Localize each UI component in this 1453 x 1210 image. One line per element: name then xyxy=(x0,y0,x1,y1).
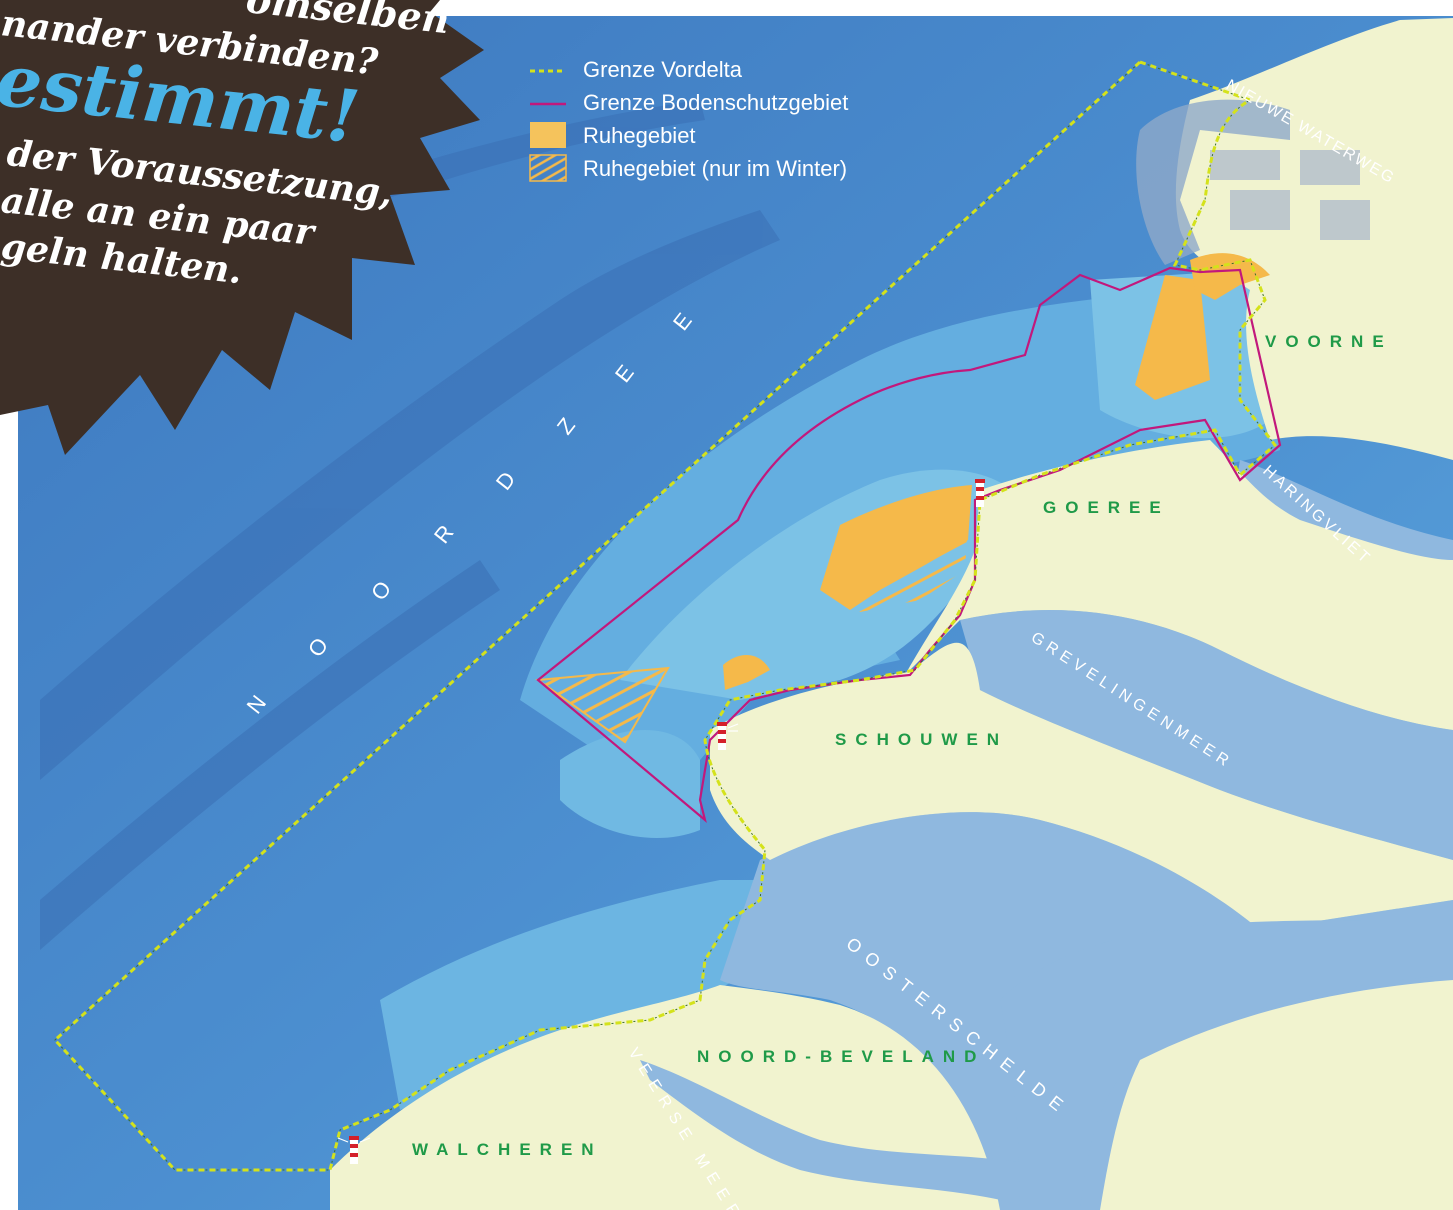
land-label-schouwen: SCHOUWEN xyxy=(835,730,1008,749)
harbour-basins xyxy=(1210,150,1370,240)
land-label-goeree: GOEREE xyxy=(1043,498,1170,517)
ruhegebiet-winter-areas xyxy=(535,520,968,744)
lighthouse-icon xyxy=(717,722,739,750)
legend-label-ruhegebiet: Ruhegebiet xyxy=(583,123,696,148)
harbour-maasvlakte xyxy=(1136,99,1290,265)
lighthouse-icon xyxy=(337,1136,371,1164)
lighthouse-icon xyxy=(975,479,985,507)
shallow-zone xyxy=(380,270,1280,1110)
land-schouwen xyxy=(710,642,1453,930)
legend-label-vordelta: Grenze Vordelta xyxy=(583,57,743,82)
legend-symbol-ruhegebiet xyxy=(530,122,566,148)
legend-label-ruhegebiet-winter: Ruhegebiet (nur im Winter) xyxy=(583,156,847,181)
land-south-east xyxy=(1100,980,1453,1210)
land-label-walcheren: WALCHEREN xyxy=(412,1140,603,1159)
land-label-noord-beveland: NOORD-BEVELAND xyxy=(697,1047,985,1066)
boundary-bodenschutzgebiet xyxy=(536,266,1282,824)
callout-starburst: omselben nander verbinden? estimmt! der … xyxy=(0,0,484,455)
legend-symbol-ruhegebiet-winter xyxy=(529,154,567,182)
land-label-voorne: VOORNE xyxy=(1265,332,1393,351)
land-goeree xyxy=(905,440,1453,730)
map-legend: Grenze Vordelta Grenze Bodenschutzgebiet… xyxy=(529,57,848,182)
legend-label-bodenschutz: Grenze Bodenschutzgebiet xyxy=(583,90,848,115)
ruhegebiet-areas xyxy=(723,253,1270,690)
sandbank-ridges xyxy=(40,100,780,950)
